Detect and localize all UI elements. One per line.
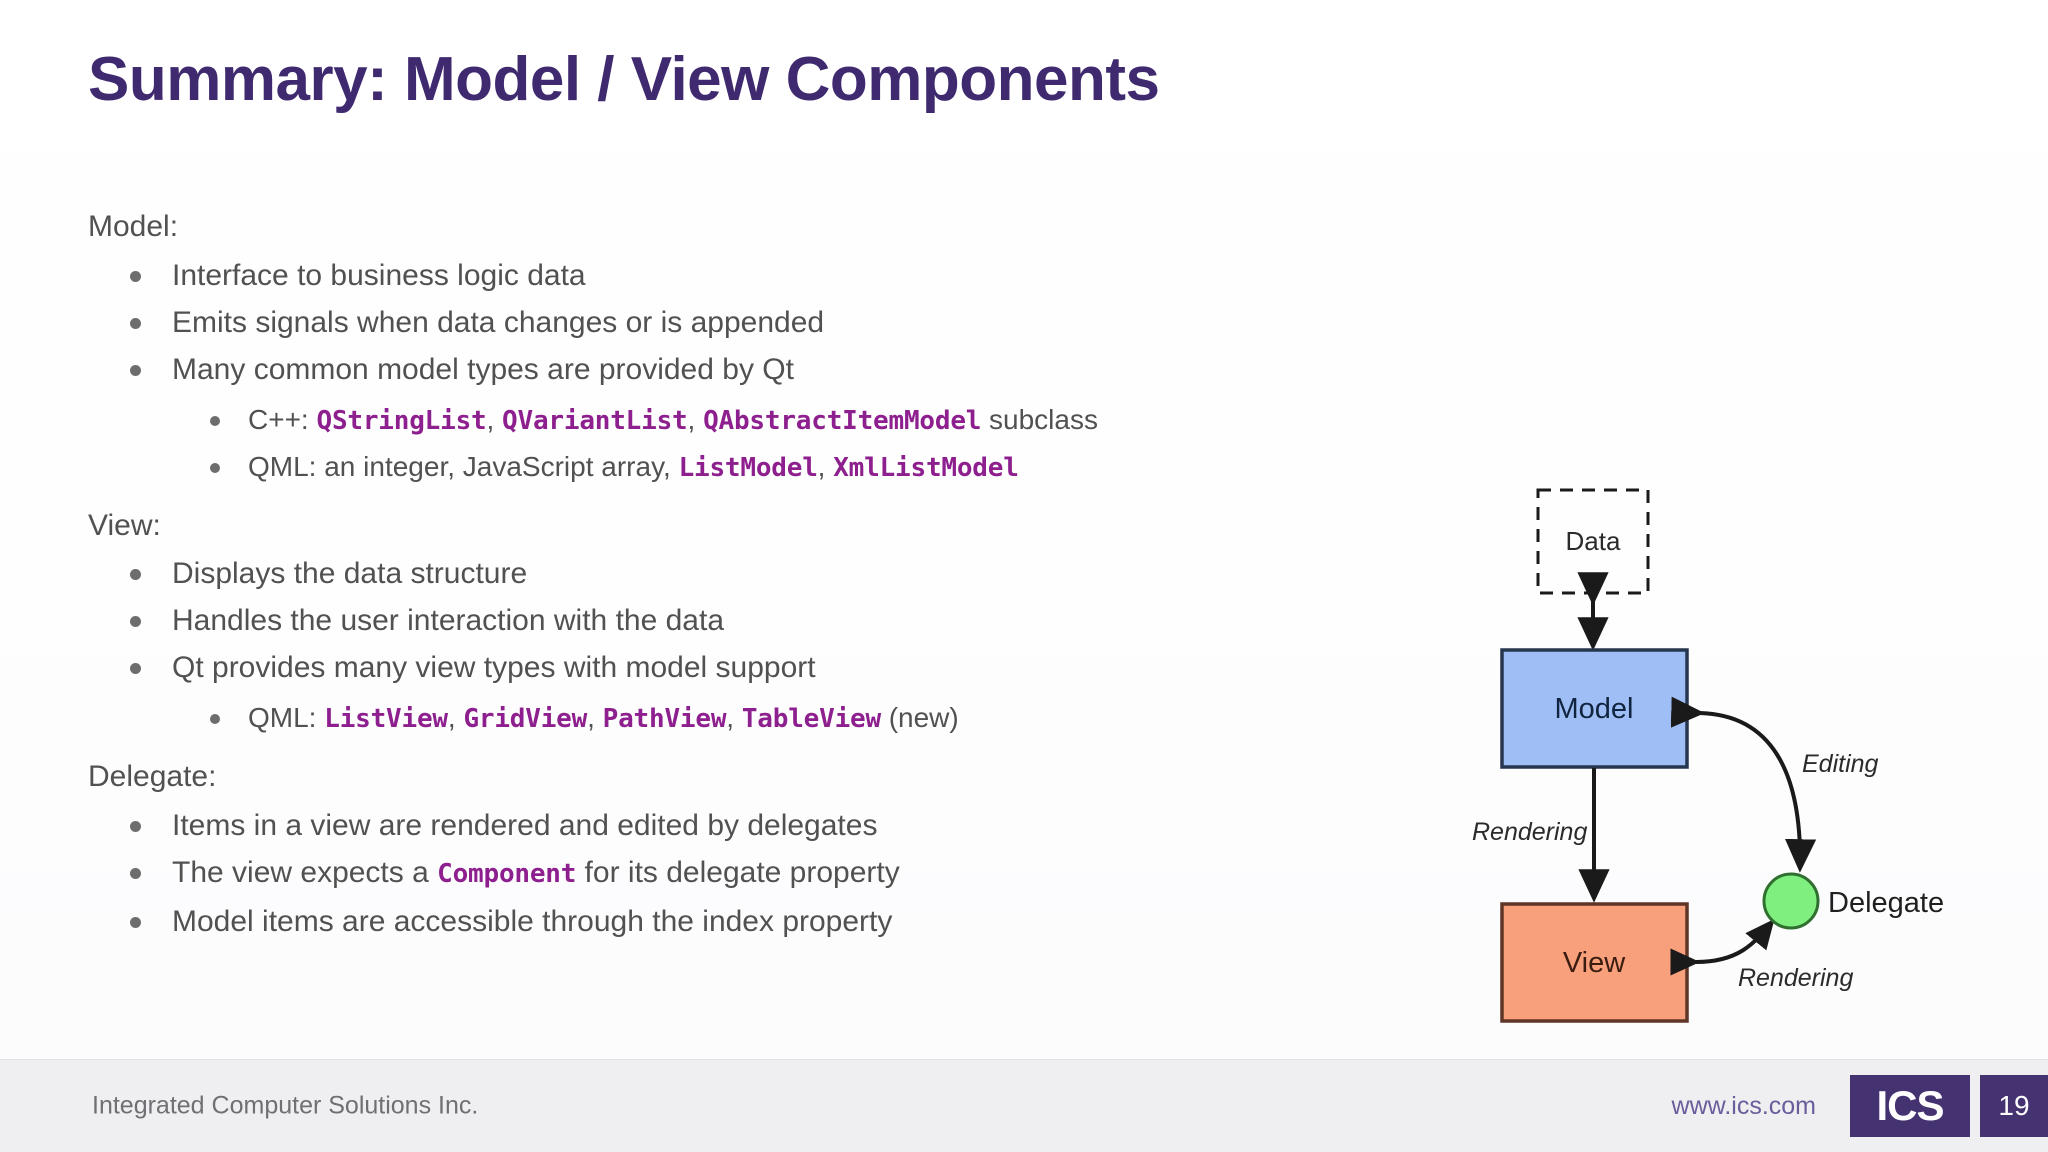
- bullet-dot-icon: [210, 415, 220, 426]
- bullet-list-model: Interface to business logic data Emits s…: [88, 252, 1428, 393]
- code-token: Component: [437, 858, 577, 889]
- bullet-dot-icon: [130, 616, 141, 627]
- list-item-label: Emits signals when data changes or is ap…: [172, 305, 825, 339]
- bullet-dot-icon: [130, 317, 141, 329]
- list-item: The view expects a Component for its del…: [88, 849, 1428, 898]
- list-item-prefix: The view expects a: [172, 855, 438, 889]
- code-separator: ,: [817, 450, 834, 482]
- page-number-badge: 19: [1980, 1075, 2048, 1137]
- code-token: XmlListModel: [833, 452, 1019, 483]
- bullet-dot-icon: [130, 916, 141, 928]
- diagram-arrow-view-delegate: [1670, 918, 1775, 976]
- list-item-label: Interface to business logic data: [172, 258, 586, 292]
- list-item: Emits signals when data changes or is ap…: [88, 299, 1428, 346]
- list-item-label: Handles the user interaction with the da…: [172, 604, 724, 637]
- diagram-node-data-label: Data: [1566, 526, 1621, 556]
- sublist-prefix: QML: an integer, JavaScript array,: [248, 450, 679, 482]
- bullet-sublist-view: QML: ListView, GridView, PathView, Table…: [88, 695, 1428, 742]
- diagram-label-rendering-left: Rendering: [1472, 818, 1587, 846]
- diagram-node-view-label: View: [1563, 947, 1626, 979]
- list-item: Qt provides many view types with model s…: [88, 644, 1428, 691]
- list-item: C++: QStringList, QVariantList, QAbstrac…: [88, 397, 1428, 444]
- code-token: QVariantList: [502, 405, 688, 436]
- bullet-dot-icon: [130, 569, 141, 580]
- code-separator: ,: [687, 403, 704, 435]
- bullet-dot-icon: [210, 714, 220, 724]
- list-item: Items in a view are rendered and edited …: [88, 802, 1428, 849]
- sublist-suffix: (new): [880, 702, 959, 733]
- code-separator: ,: [726, 702, 742, 733]
- sublist-suffix: subclass: [981, 403, 1098, 435]
- ics-logo: ICS: [1850, 1075, 1970, 1137]
- sublist-prefix: QML:: [248, 702, 325, 733]
- code-token: ListModel: [678, 452, 818, 483]
- slide-footer: Integrated Computer Solutions Inc. www.i…: [0, 1059, 2048, 1152]
- bullet-dot-icon: [130, 820, 141, 832]
- sublist-prefix: C++:: [248, 403, 317, 435]
- section-heading-delegate: Delegate:: [88, 760, 217, 793]
- bullet-dot-icon: [130, 364, 141, 376]
- bullet-sublist-model: C++: QStringList, QVariantList, QAbstrac…: [88, 397, 1428, 491]
- bullet-dot-icon: [130, 270, 141, 282]
- diagram-node-delegate-label: Delegate: [1828, 887, 1944, 919]
- diagram-node-model-label: Model: [1555, 693, 1634, 725]
- section-heading-view: View:: [88, 508, 161, 542]
- diagram-label-rendering-right: Rendering: [1738, 964, 1853, 992]
- code-token: TableView: [741, 704, 881, 734]
- page-title: Summary: Model / View Components: [88, 45, 1160, 114]
- bullet-dot-icon: [210, 462, 220, 473]
- diagram-node-model-box: [1500, 648, 1689, 769]
- list-item: Many common model types are provided by …: [88, 346, 1428, 393]
- list-item-label: Items in a view are rendered and edited …: [172, 808, 878, 842]
- list-item-label: Displays the data structure: [172, 557, 528, 590]
- list-item-suffix: for its delegate property: [576, 855, 900, 889]
- code-token: ListView: [324, 704, 448, 734]
- footer-website-link[interactable]: www.ics.com: [1671, 1091, 1816, 1120]
- list-item: QML: ListView, GridView, PathView, Table…: [88, 695, 1428, 742]
- diagram-arrow-delegate-model: [1670, 696, 1817, 873]
- code-separator: ,: [587, 702, 603, 733]
- code-token: GridView: [463, 704, 588, 734]
- bullet-list-delegate: Items in a view are rendered and edited …: [88, 802, 1428, 945]
- list-item-label: Qt provides many view types with model s…: [172, 651, 816, 684]
- list-item: QML: an integer, JavaScript array, ListM…: [88, 444, 1428, 491]
- bullet-list-view: Displays the data structure Handles the …: [88, 550, 1428, 691]
- diagram-label-editing: Editing: [1802, 750, 1879, 778]
- code-separator: ,: [447, 702, 464, 733]
- list-item: Displays the data structure: [88, 550, 1428, 597]
- slide-body: Model: Interface to business logic data …: [88, 208, 1428, 949]
- list-item-label: Many common model types are provided by …: [172, 352, 794, 386]
- footer-company-name: Integrated Computer Solutions Inc.: [92, 1091, 479, 1120]
- list-item: Model items are accessible through the i…: [88, 898, 1428, 945]
- diagram-node-delegate-circle: [1762, 872, 1820, 930]
- code-token: QAbstractItemModel: [703, 405, 982, 436]
- bullet-dot-icon: [130, 663, 141, 674]
- footer-right-group: www.ics.com ICS 19: [1672, 1060, 2048, 1152]
- model-view-delegate-diagram: Data Model Rendering View Editing Render…: [1450, 470, 1990, 1030]
- code-separator: ,: [486, 403, 503, 435]
- code-token: QStringList: [316, 405, 487, 436]
- bullet-dot-icon: [130, 867, 141, 879]
- section-heading-model: Model:: [88, 210, 179, 243]
- list-item: Handles the user interaction with the da…: [88, 597, 1428, 644]
- list-item: Interface to business logic data: [88, 252, 1428, 299]
- list-item-label: Model items are accessible through the i…: [172, 904, 893, 938]
- code-token: PathView: [602, 704, 727, 734]
